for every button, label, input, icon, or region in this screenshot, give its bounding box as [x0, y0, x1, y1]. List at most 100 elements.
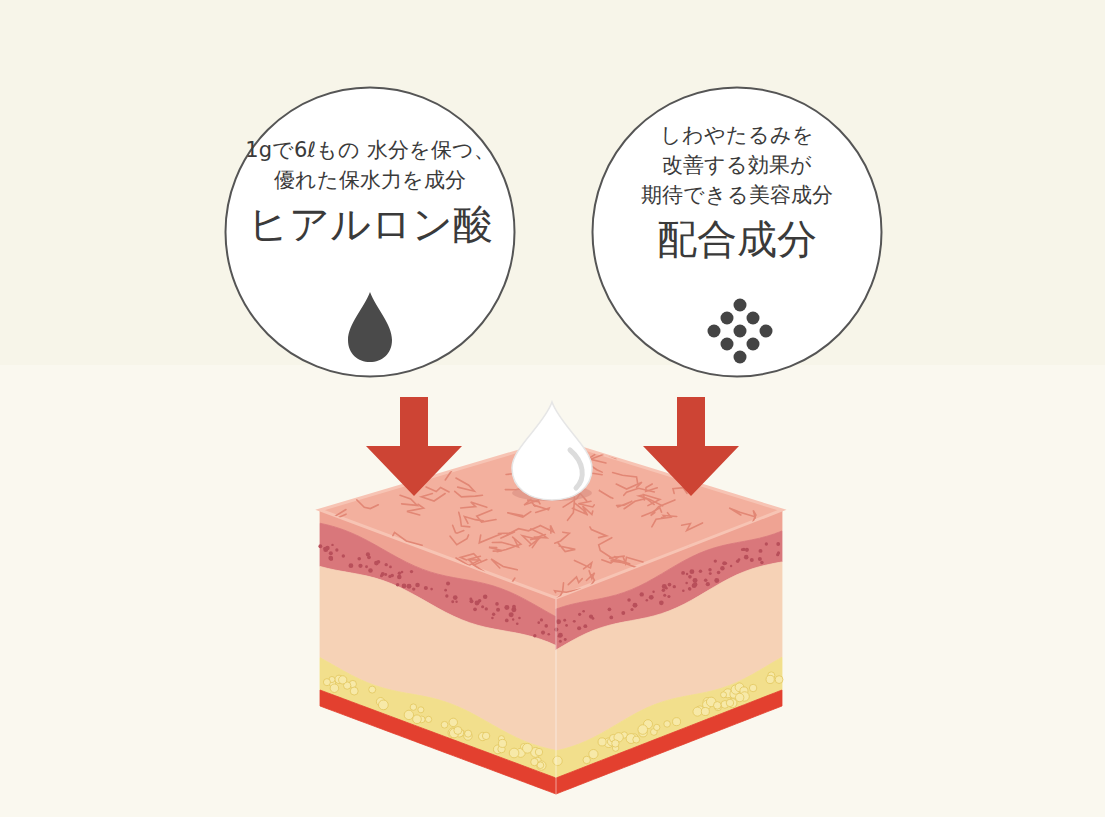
dermis-dot — [412, 587, 415, 590]
fat-cell — [693, 707, 702, 716]
dermis-dot — [509, 612, 514, 617]
dermis-dot — [365, 565, 368, 568]
dermis-dot — [397, 575, 402, 580]
skin-crack — [497, 537, 521, 552]
dermis-dot — [541, 631, 545, 635]
skin-crack — [568, 577, 582, 585]
dermis-dot — [709, 572, 712, 575]
dermis-dot — [627, 598, 631, 602]
dermis-dot — [750, 558, 754, 562]
dermis-dot — [485, 607, 488, 610]
dermis-dot — [491, 617, 494, 620]
dermis-dot — [495, 602, 499, 606]
dermis-dot — [518, 617, 521, 620]
skin-crack — [644, 495, 660, 506]
dermis-dot — [777, 551, 780, 554]
skin-crack — [558, 543, 575, 552]
fat-cell — [726, 699, 733, 706]
fat-cell — [509, 748, 519, 758]
fat-cell — [482, 732, 489, 739]
callout-heading: ヒアルロン酸 — [248, 200, 493, 248]
skin-crack — [507, 512, 531, 517]
skin-crack — [421, 493, 445, 501]
dermis-dot — [565, 624, 568, 627]
fat-cell — [339, 676, 347, 684]
skin-crack — [393, 532, 422, 545]
skin-crack — [455, 491, 483, 497]
skin-crack — [688, 545, 711, 556]
skin-crack — [529, 534, 545, 545]
dermis-dot — [640, 592, 644, 596]
dermis-dot — [745, 548, 749, 552]
dots-icon — [708, 299, 773, 364]
fat-cell — [654, 724, 660, 730]
fat-cell — [523, 743, 533, 753]
dermis-dot — [318, 544, 322, 548]
dermis-dot — [759, 549, 763, 553]
dermis-dot — [410, 570, 413, 573]
skin-crack — [590, 527, 607, 538]
dermis-dot — [673, 585, 676, 588]
dermis-dot — [708, 568, 711, 571]
dermis-dot — [667, 595, 670, 598]
skin-crack — [729, 508, 755, 517]
edge-highlight — [555, 598, 557, 794]
fat-cell — [425, 716, 431, 722]
fat-cell — [735, 693, 743, 701]
dermis-dot — [415, 583, 420, 588]
dermis-dot — [649, 595, 654, 600]
dermis-dot — [646, 599, 649, 602]
dermis-dot — [682, 590, 685, 593]
skin-crack — [599, 490, 613, 498]
callout-description: しわやたるみを 改善する効果が 期待できる美容成分 — [602, 121, 872, 210]
skin-crack — [623, 557, 643, 563]
dermis-dot — [446, 582, 450, 586]
dermis-dot — [430, 588, 433, 591]
dermis-dot — [451, 600, 454, 603]
skin-crack — [557, 583, 564, 599]
skin-crack — [450, 535, 469, 545]
callout-heading: 配合成分 — [657, 215, 817, 263]
dermis-dot — [380, 574, 383, 577]
fat-cell — [583, 756, 590, 763]
dermis-dot — [368, 568, 373, 573]
dermis-dot — [328, 556, 333, 561]
skin-crack — [511, 578, 525, 590]
dermis-dot — [469, 598, 472, 601]
dermis-dot — [396, 583, 399, 586]
callout-description: 1gで6ℓもの 水分を保つ、 優れた保水力を成分 — [235, 136, 505, 196]
skin-crack — [589, 575, 595, 594]
dermis-dot — [563, 619, 566, 622]
skin-crack — [574, 560, 591, 568]
fat-cell — [441, 721, 448, 728]
dermis-dot — [374, 561, 379, 566]
top-band — [0, 0, 1105, 365]
fat-cell — [535, 748, 542, 755]
dermis-dot — [668, 583, 672, 587]
dermis-dot — [559, 640, 562, 643]
dermis-dot — [481, 605, 484, 608]
dermis-dot — [556, 619, 561, 624]
dermis-dot — [722, 561, 726, 565]
dermis-dot — [335, 548, 338, 551]
dermis-dot — [741, 548, 744, 551]
subcutis — [556, 562, 782, 751]
dermis-dot — [688, 587, 691, 590]
dermis-dot — [558, 635, 561, 638]
skin-crack — [477, 510, 496, 522]
dermis-dot — [477, 601, 480, 604]
dermis-dot — [504, 605, 509, 610]
skin-crack — [578, 501, 594, 507]
dermis-dot — [688, 575, 692, 579]
dermis-dot — [407, 584, 412, 589]
red-arrow — [643, 397, 739, 496]
dermis-dot — [578, 613, 581, 616]
skin-crack — [609, 556, 640, 569]
skin-crack — [786, 513, 800, 526]
dermis-dot — [681, 571, 685, 575]
dermis-dot — [358, 564, 362, 568]
dermis-dot — [453, 595, 458, 600]
dermis-dot — [689, 569, 694, 574]
dermis-dot — [540, 618, 543, 621]
